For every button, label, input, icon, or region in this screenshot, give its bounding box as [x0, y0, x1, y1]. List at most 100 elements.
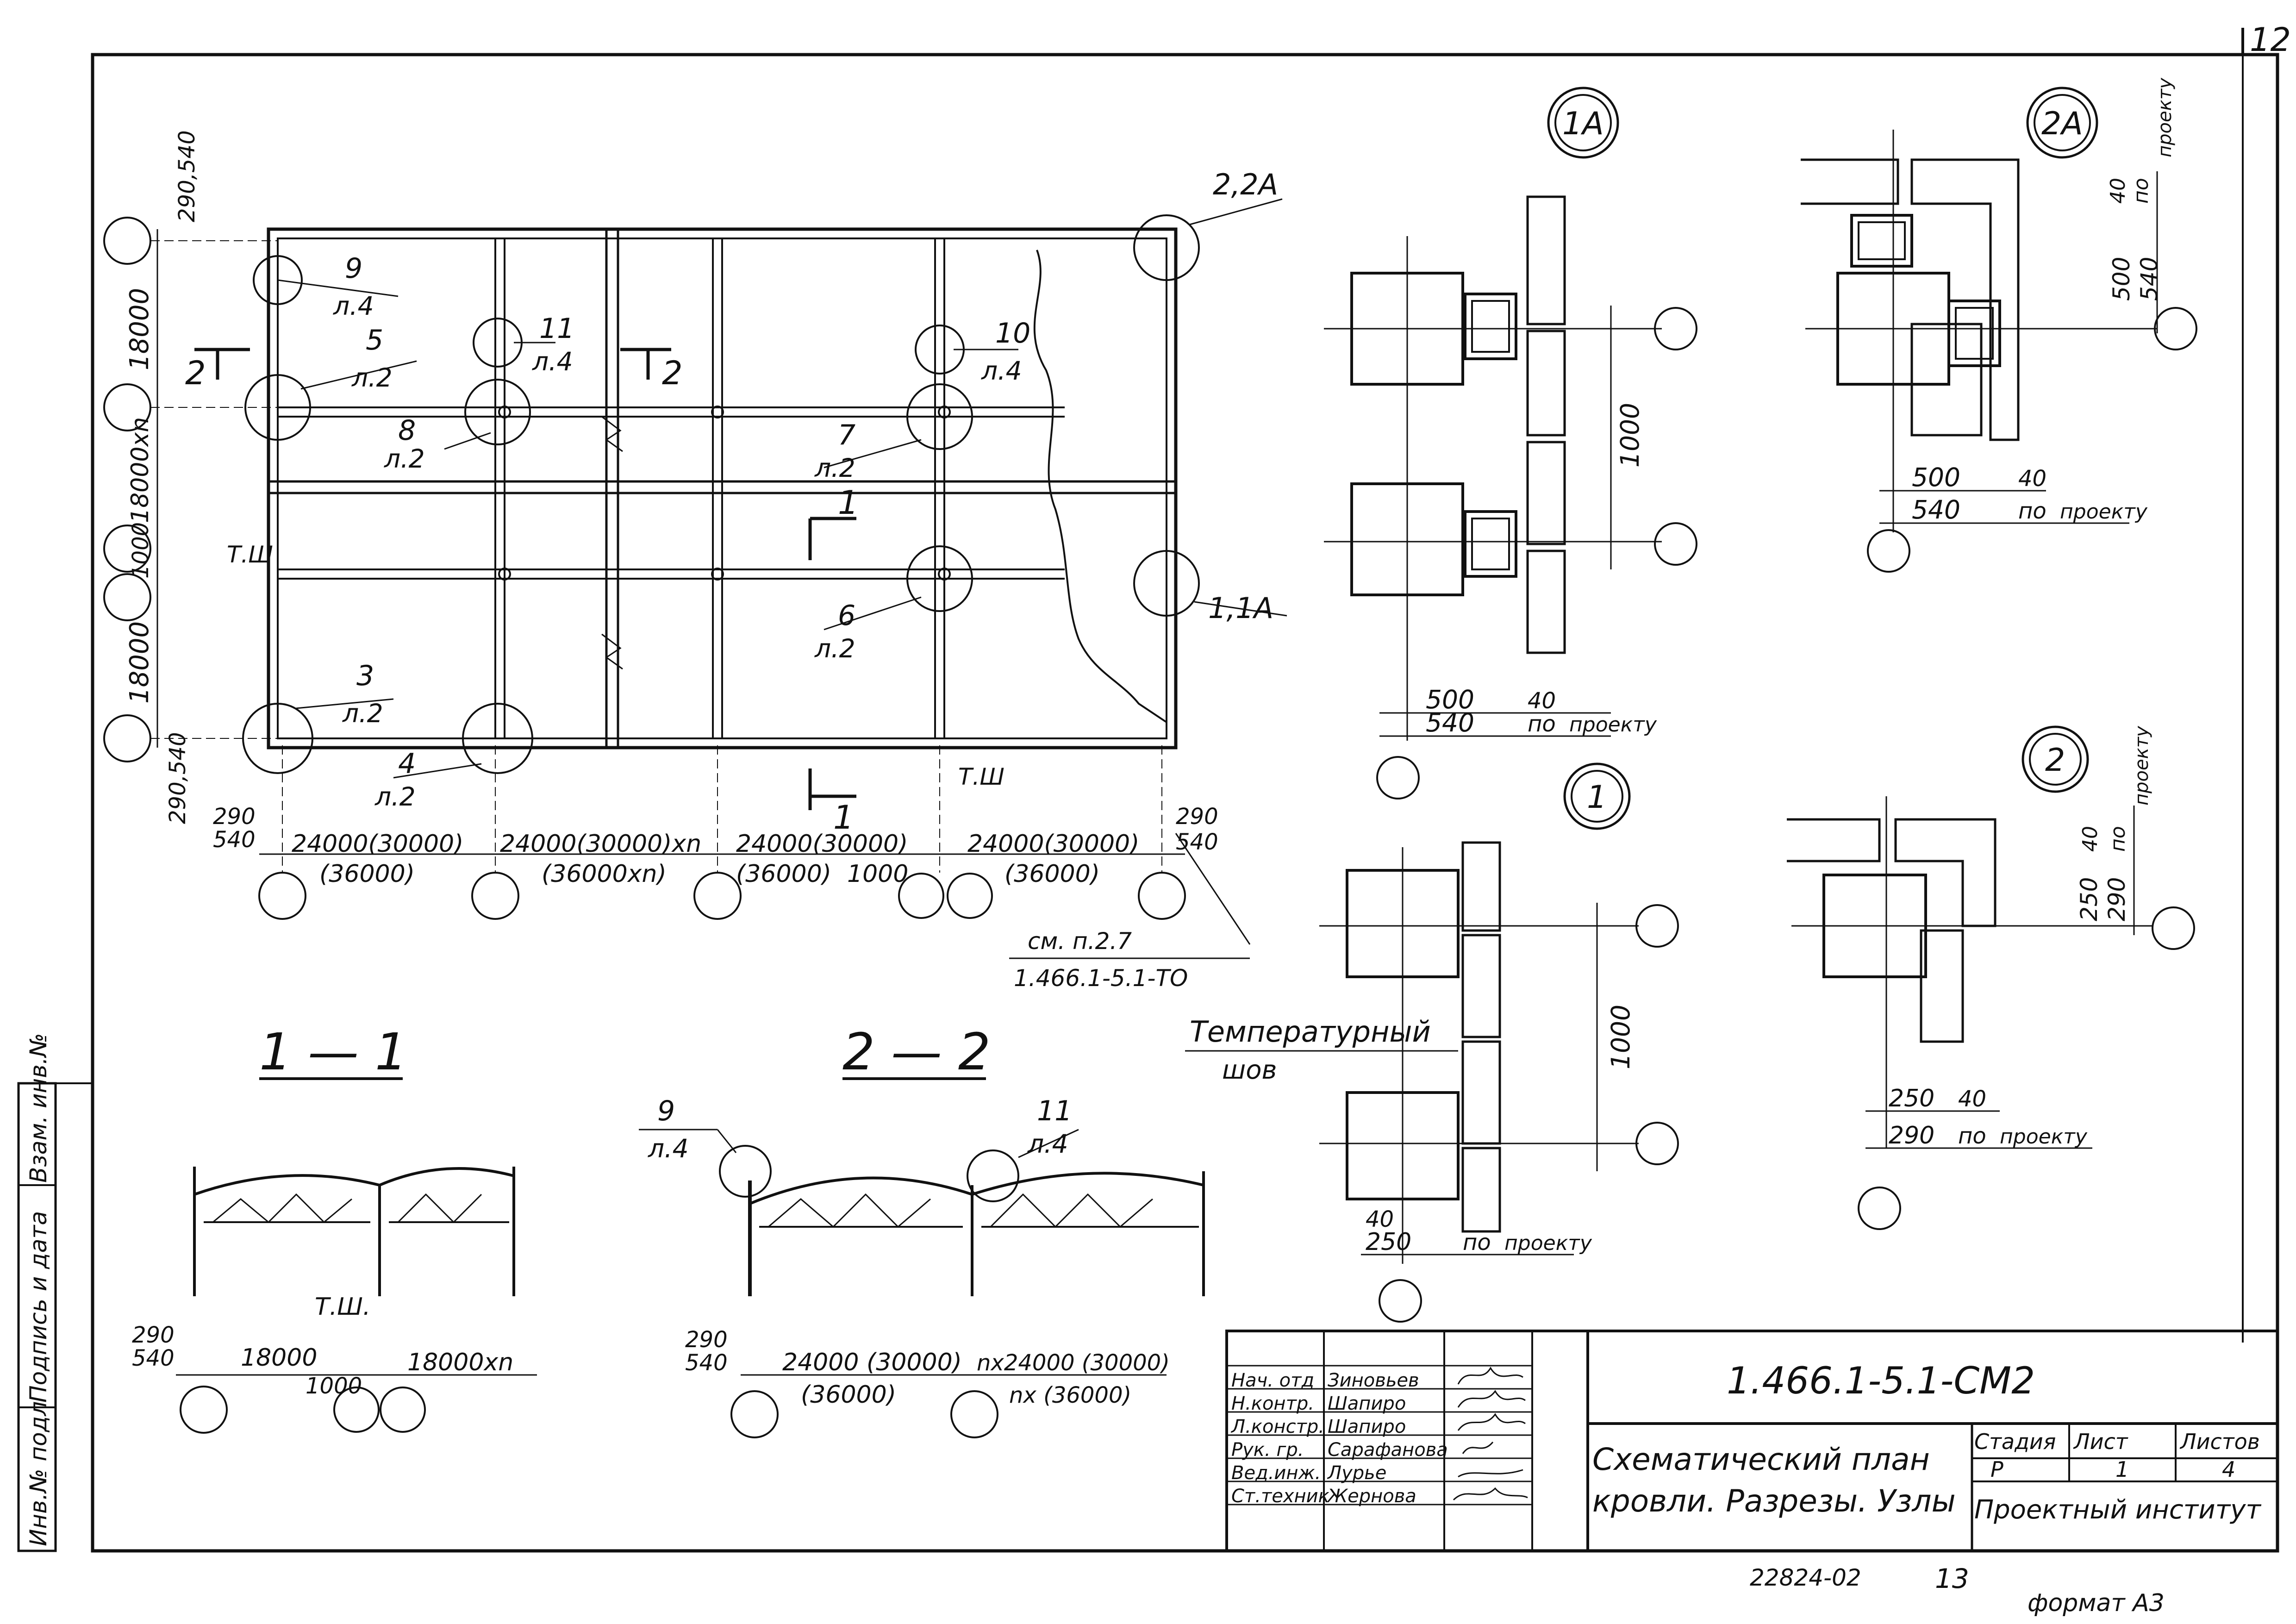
plan-bot-dim-span4b: (36000) — [1004, 860, 1100, 888]
node-2: 2 40 по проекту 250 290 250 40 290 по пр… — [1787, 725, 2195, 1230]
title-block: Нач. отд Н.контр. Л.констр. Рук. гр. Вед… — [1225, 1330, 2279, 1552]
section-2-2-title: 2 — 2 — [842, 1022, 991, 1081]
plan-ref-note: см. п.2.7 — [1028, 928, 1132, 955]
tb-name-4: Лурье — [1327, 1462, 1386, 1484]
node-1A-proektu: проекту — [1569, 713, 1657, 737]
plan-left-dim-bottom: 290,540 — [165, 732, 191, 824]
tb-role-5: Ст.техник — [1231, 1486, 1329, 1507]
callout-11-sheet: л.4 — [532, 347, 573, 376]
callout-9-num: 9 — [345, 252, 362, 285]
callout-5-sheet: л.2 — [351, 363, 393, 393]
node-2A-dim-500v: 500 — [2108, 257, 2135, 301]
section-1-1-dim-18000n: 18000хn — [407, 1349, 513, 1376]
node-2-dim-250v: 250 — [2076, 877, 2103, 921]
node-2-dim-250: 250 — [1889, 1085, 1934, 1112]
tb-name-1: Шапиро — [1328, 1393, 1406, 1414]
plan-bot-dim-span2: 24000(30000)хn — [500, 830, 701, 858]
callout-4-sheet: л.2 — [374, 782, 416, 812]
node-2-dim-290v: 290 — [2103, 877, 2130, 921]
roof-plan: 9 л.4 5 л.2 11 л.4 8 л.2 10 л.4 7 л.2 6 … — [103, 131, 1287, 992]
tb-sheets: 4 — [2222, 1457, 2235, 1482]
plan-bot-dim-span4: 24000(30000) — [967, 830, 1139, 858]
side-stamp-sign: Подпись и дата — [25, 1211, 52, 1403]
section-mark-2a: 2 — [185, 354, 206, 392]
callout-9-sheet: л.4 — [333, 291, 374, 321]
plan-left-dim-2: 18000хn — [126, 417, 154, 523]
tb-sheet-hdr: Лист — [2073, 1429, 2128, 1454]
tb-title-line2: кровли. Разрезы. Узлы — [1592, 1483, 1956, 1519]
section-mark-1a: 1 — [838, 484, 859, 522]
tb-name-5: Жернова — [1326, 1486, 1416, 1507]
callout-3-sheet: л.2 — [342, 699, 383, 728]
node-2A-po: по — [2129, 178, 2153, 204]
callout-8-sheet: л.2 — [384, 444, 425, 474]
sheet-bottom-page: 13 — [1935, 1563, 1969, 1594]
section-2-2-callout-9-sheet: л.4 — [648, 1134, 689, 1163]
tb-org: Проектный институт — [1974, 1495, 2261, 1525]
callout-10-sheet: л.4 — [981, 356, 1022, 386]
plan-bot-dim-540-left: 540 — [213, 827, 256, 853]
plan-bot-dim-span1b: (36000) — [319, 860, 415, 888]
callout-7-num: 7 — [838, 419, 855, 451]
node-2-po-h: по — [1958, 1123, 1986, 1149]
side-stamp-vzam: Взам. инв.№ — [25, 1033, 52, 1183]
side-stamp: Инв.№ подл Подпись и дата Взам. инв.№ — [17, 1033, 93, 1552]
node-2A-dim-540v: 540 — [2136, 257, 2163, 301]
section-mark-2b: 2 — [662, 354, 683, 392]
node-1A: 1А 1000 500 40 540 по проекту — [1324, 87, 1697, 800]
node-1-joint-label-2: шов — [1222, 1055, 1277, 1085]
signature-3 — [1462, 1442, 1494, 1454]
plan-bot-dim-1000: 1000 — [847, 860, 908, 888]
tb-name-3: Сарафанова — [1328, 1439, 1448, 1461]
callout-11-num: 11 — [539, 312, 574, 345]
section-1-1-ts: Т.Ш. — [315, 1293, 370, 1321]
callout-7-sheet: л.2 — [814, 453, 855, 483]
tb-code: 1.466.1-5.1-СМ2 — [1727, 1359, 2035, 1402]
plan-left-dim-4: 18000 — [125, 621, 155, 704]
signature-1 — [1457, 1390, 1526, 1408]
callout-10-num: 10 — [995, 317, 1030, 350]
node-1: 1 1000 Температурный шов 40 250 по проек… — [1185, 762, 1679, 1323]
tb-title-line1: Схематический план — [1592, 1442, 1930, 1477]
tb-stage: Р — [1990, 1457, 2003, 1482]
tb-role-0: Нач. отд — [1231, 1370, 1314, 1391]
section-2-2-dim-540: 540 — [685, 1350, 728, 1376]
tb-sheets-hdr: Листов — [2179, 1429, 2260, 1454]
section-2-2-dim-n36000: nх (36000) — [1009, 1382, 1131, 1408]
node-1-po: по — [1463, 1230, 1491, 1255]
node-1-dim-250: 250 — [1366, 1228, 1411, 1256]
plan-bot-dim-290-right: 290 — [1176, 804, 1218, 830]
node-1-proektu: проекту — [1504, 1231, 1592, 1255]
section-2-2-callout-11: 11 — [1037, 1095, 1072, 1127]
tb-name-0: Зиновьев — [1328, 1370, 1419, 1391]
section-1-1-title: 1 — 1 — [259, 1022, 407, 1081]
section-1-1-dim-18000: 18000 — [241, 1344, 317, 1372]
callout-8-num: 8 — [398, 414, 416, 447]
callout-3-num: 3 — [356, 660, 374, 692]
section-1-1-dim-1000: 1000 — [306, 1373, 362, 1399]
plan-bot-dim-540-right: 540 — [1176, 829, 1218, 855]
tb-role-4: Вед.инж. — [1231, 1462, 1321, 1484]
node-1-dim-1000: 1000 — [1606, 1005, 1635, 1069]
plan-bot-dim-span1: 24000(30000) — [292, 830, 463, 858]
plan-left-dim-top: 290,540 — [174, 131, 200, 223]
side-stamp-inv: Инв.№ подл — [25, 1401, 52, 1546]
plan-left-dim-3: 1000 — [128, 522, 154, 579]
node-2-dim-40h: 40 — [1958, 1086, 1986, 1112]
plan-ts-label-left: Т.Ш — [227, 541, 273, 568]
node-2A-dim-540: 540 — [1912, 495, 1960, 525]
section-2-2-callout-11-sheet: л.4 — [1027, 1129, 1068, 1159]
plan-bot-dim-290-left: 290 — [213, 804, 256, 830]
node-1A-dim-540: 540 — [1426, 708, 1474, 737]
tb-name-2: Шапиро — [1328, 1416, 1406, 1437]
node-1-dim-40: 40 — [1366, 1206, 1394, 1232]
node-1-joint-label-1: Температурный — [1190, 1015, 1431, 1049]
section-2-2-dim-n24000: nх24000 (30000) — [977, 1350, 1170, 1376]
section-2-2-dim-36000: (36000) — [801, 1381, 896, 1409]
sheet-frame — [91, 53, 2279, 1553]
plan-bot-dim-span3b: (36000) — [736, 860, 831, 888]
node-2-label: 2 — [2045, 742, 2065, 779]
signature-5 — [1453, 1487, 1528, 1501]
tb-role-1: Н.контр. — [1231, 1393, 1314, 1414]
